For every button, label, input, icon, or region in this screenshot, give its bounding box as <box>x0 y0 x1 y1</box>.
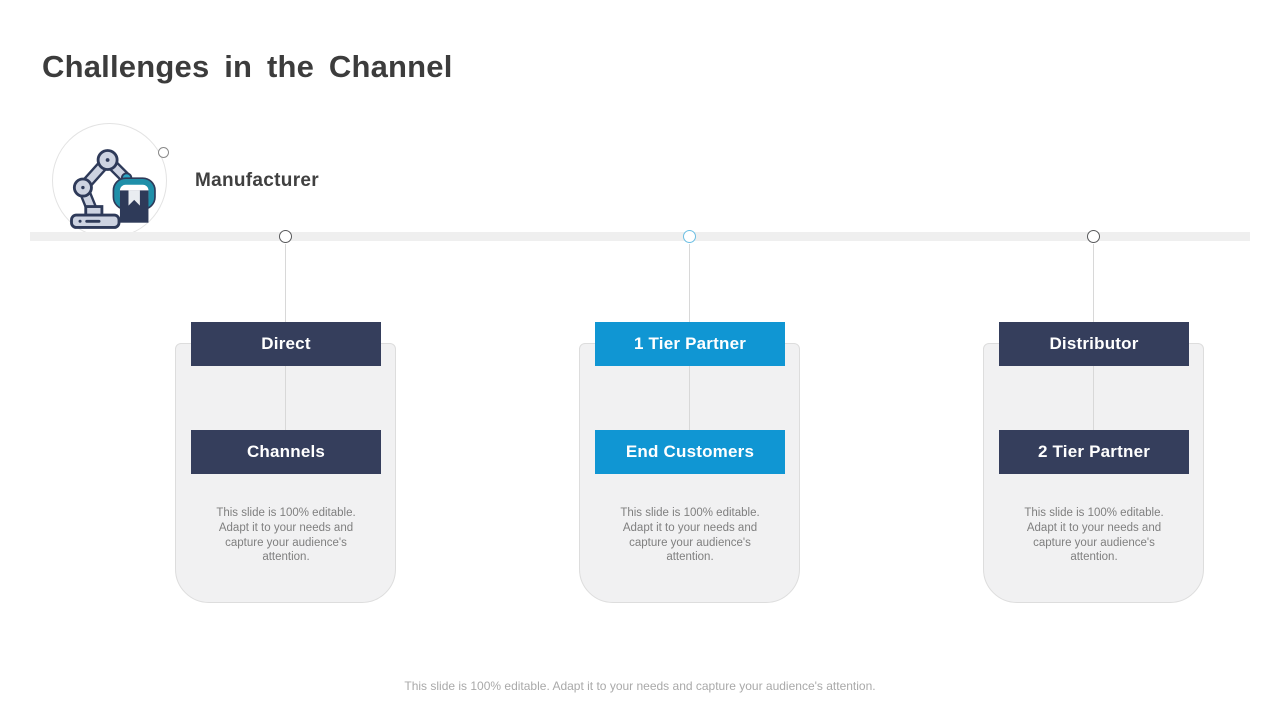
channel-column-distributor: Distributor 2 Tier Partner This slide is… <box>983 230 1205 605</box>
label-box-distributor: Distributor <box>999 322 1189 366</box>
label-box-2-tier-partner: 2 Tier Partner <box>999 430 1189 474</box>
footer-note: This slide is 100% editable. Adapt it to… <box>404 679 876 693</box>
manufacturer-label: Manufacturer <box>195 170 319 191</box>
label-box-1-tier-partner: 1 Tier Partner <box>595 322 785 366</box>
card-body-text: This slide is 100% editable. Adapt it to… <box>216 507 356 564</box>
timeline-bar <box>30 232 1250 241</box>
label-box-direct: Direct <box>191 322 381 366</box>
channel-column-direct: Direct Channels This slide is 100% edita… <box>175 230 397 605</box>
robot-arm-manufacturing-icon <box>70 149 156 229</box>
card-body-text: This slide is 100% editable. Adapt it to… <box>620 507 760 564</box>
label-box-end-customers: End Customers <box>595 430 785 474</box>
timeline-node <box>1087 230 1100 243</box>
decorative-arc-dot <box>158 147 169 158</box>
label-box-channels: Channels <box>191 430 381 474</box>
timeline-node <box>683 230 696 243</box>
page-title: Challenges in the Channel <box>42 48 453 84</box>
card-body-text: This slide is 100% editable. Adapt it to… <box>1024 507 1164 564</box>
channel-column-1-tier-partner: 1 Tier Partner End Customers This slide … <box>579 230 801 605</box>
timeline-node <box>279 230 292 243</box>
